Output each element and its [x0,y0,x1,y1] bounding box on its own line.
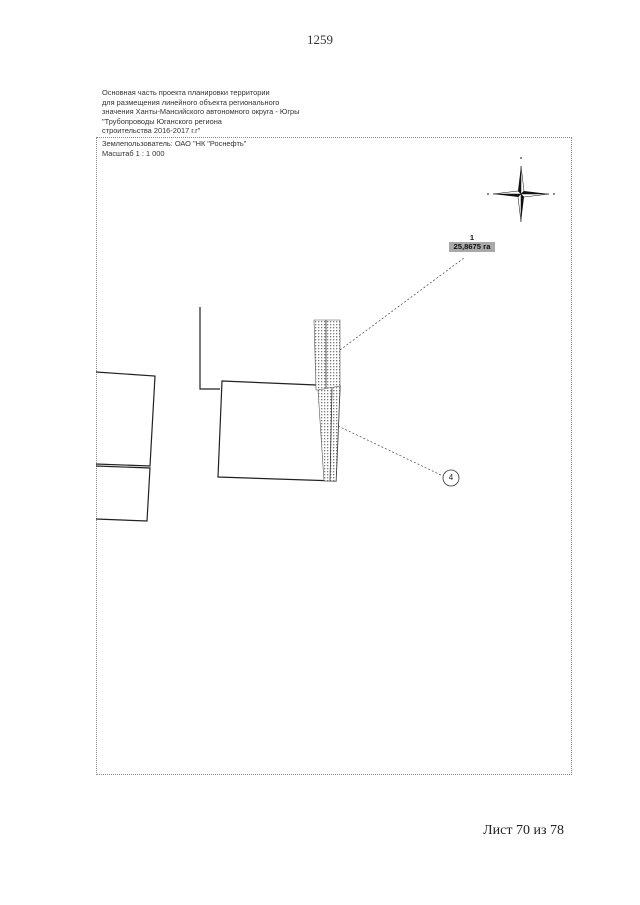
header-line-3: значения Ханты-Мансийского автономного о… [102,107,300,116]
map-scale: Масштаб 1 : 1 000 [102,149,165,158]
adjacent-parcels [95,371,156,522]
linear-object-strip [313,319,341,482]
parcel-area: 25,8675 га [449,242,495,252]
header-line-2: для размещения линейного объекта региона… [102,97,280,107]
marker-circle [442,469,460,487]
parcel-tag: 1 25,8675 га [449,233,495,252]
sheet-info: Лист 70 из 78 [483,823,564,838]
leader-lines [337,257,465,477]
land-user: Землепользователь: ОАО "НК "Роснефть" [102,139,247,148]
header-line-1: Основная часть проекта планировки террит… [102,88,270,97]
marker-label: 4 [448,473,454,482]
header-line-4: "Трубопроводы Юганского региона [102,116,222,126]
north-arrow-compass-icon [487,157,555,223]
header-line-5: строительства 2016-2017 г.г" [102,126,203,135]
document-header: Основная часть проекта планировки террит… [102,88,299,136]
map-frame [96,137,572,775]
page-number: 1259 [307,32,333,47]
parcel-number: 1 [469,233,475,242]
